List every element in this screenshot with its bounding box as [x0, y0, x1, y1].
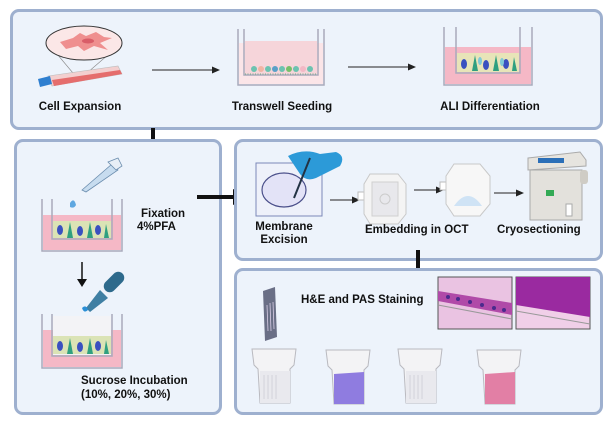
sucrose-concentrations-label: (10%, 20%, 30%)	[81, 389, 171, 401]
membrane-excision-icon	[255, 151, 343, 217]
arrow-down-small	[77, 262, 87, 287]
transwell-fixation-icon	[41, 199, 123, 252]
oct-mold-icon	[439, 163, 491, 217]
transwell-seeding-icon	[237, 29, 325, 86]
arrow-right-small-3	[494, 189, 524, 197]
staining-jar-3	[397, 348, 443, 404]
slide-icon	[263, 287, 277, 341]
fixation-label: Fixation	[141, 208, 186, 220]
pas-micrograph	[515, 276, 591, 330]
step-transwell-seeding-label: Transwell Seeding	[231, 101, 333, 113]
transwell-sucrose-icon	[41, 314, 123, 369]
membrane-label-1: Membrane	[255, 221, 313, 233]
cryostat-icon	[527, 151, 588, 221]
arrow-right-2	[348, 63, 416, 71]
staining-jar-2	[325, 349, 371, 405]
fixation-reagent-label: 4%PFA	[137, 221, 176, 233]
dropper-icon	[82, 271, 125, 312]
cell-flask-icon	[38, 25, 123, 87]
arrow-right-small-1	[330, 196, 360, 204]
staining-jar-4	[476, 349, 522, 405]
cryomold-icon	[357, 173, 407, 225]
sucrose-label: Sucrose Incubation	[81, 375, 188, 387]
arrow-right-1	[152, 66, 220, 74]
membrane-label-2: Excision	[260, 234, 308, 246]
staining-jar-1	[251, 348, 297, 404]
embedding-label: Embedding in OCT	[365, 224, 469, 236]
cryosectioning-label: Cryosectioning	[497, 224, 581, 236]
he-micrograph	[437, 276, 513, 330]
transwell-ali-icon	[443, 27, 533, 86]
pipette-tip-icon	[81, 157, 123, 193]
staining-label: H&E and PAS Staining	[301, 294, 424, 306]
step-ali-differentiation-label: ALI Differentiation	[440, 101, 540, 113]
step-cell-expansion-label: Cell Expansion	[38, 101, 122, 113]
